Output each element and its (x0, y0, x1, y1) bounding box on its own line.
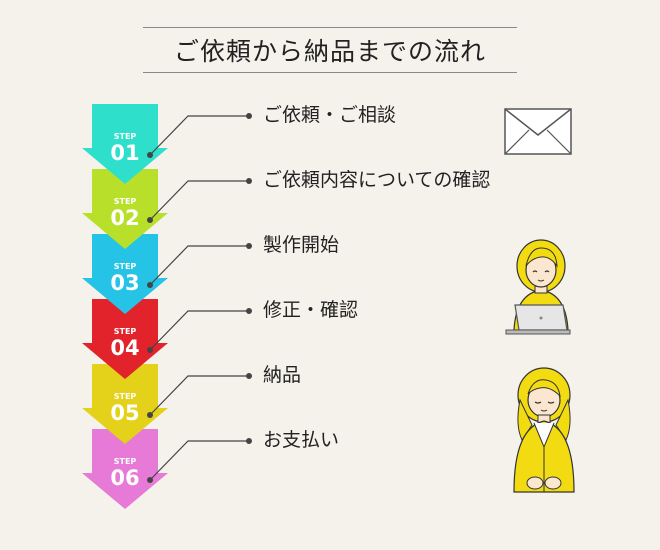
step-word: STEP (114, 457, 137, 466)
step-word: STEP (114, 132, 137, 141)
step-word: STEP (114, 327, 137, 336)
step-label: 製作開始 (263, 236, 339, 255)
connector-dot (147, 477, 153, 483)
connector-dot (147, 282, 153, 288)
connector-dot (147, 152, 153, 158)
step-label: 納品 (263, 366, 301, 385)
connector-dot (246, 243, 252, 249)
step-word: STEP (114, 197, 137, 206)
step-number: 05 (110, 401, 139, 425)
step-number: 03 (110, 271, 139, 295)
step-number: 06 (110, 466, 139, 490)
step-number: 02 (110, 206, 139, 230)
connector-dot (147, 217, 153, 223)
step-number: 04 (110, 336, 139, 360)
connector-lines (147, 113, 252, 483)
connector-dot (246, 113, 252, 119)
step-label: ご依頼・ご相談 (263, 106, 396, 125)
step-word: STEP (114, 262, 137, 271)
woman-bowing-icon (514, 368, 574, 492)
step-label: 修正・確認 (263, 301, 358, 320)
step-word: STEP (114, 392, 137, 401)
step-number: 01 (110, 141, 139, 165)
connector-dot (246, 308, 252, 314)
connector-dot (147, 347, 153, 353)
connector-dot (246, 438, 252, 444)
step-label: お支払い (263, 431, 339, 450)
connector-dot (147, 412, 153, 418)
woman-laptop-icon (506, 240, 570, 334)
envelope-icon (505, 109, 571, 154)
connector-dot (246, 178, 252, 184)
step-label: ご依頼内容についての確認 (263, 171, 490, 190)
connector-dot (246, 373, 252, 379)
